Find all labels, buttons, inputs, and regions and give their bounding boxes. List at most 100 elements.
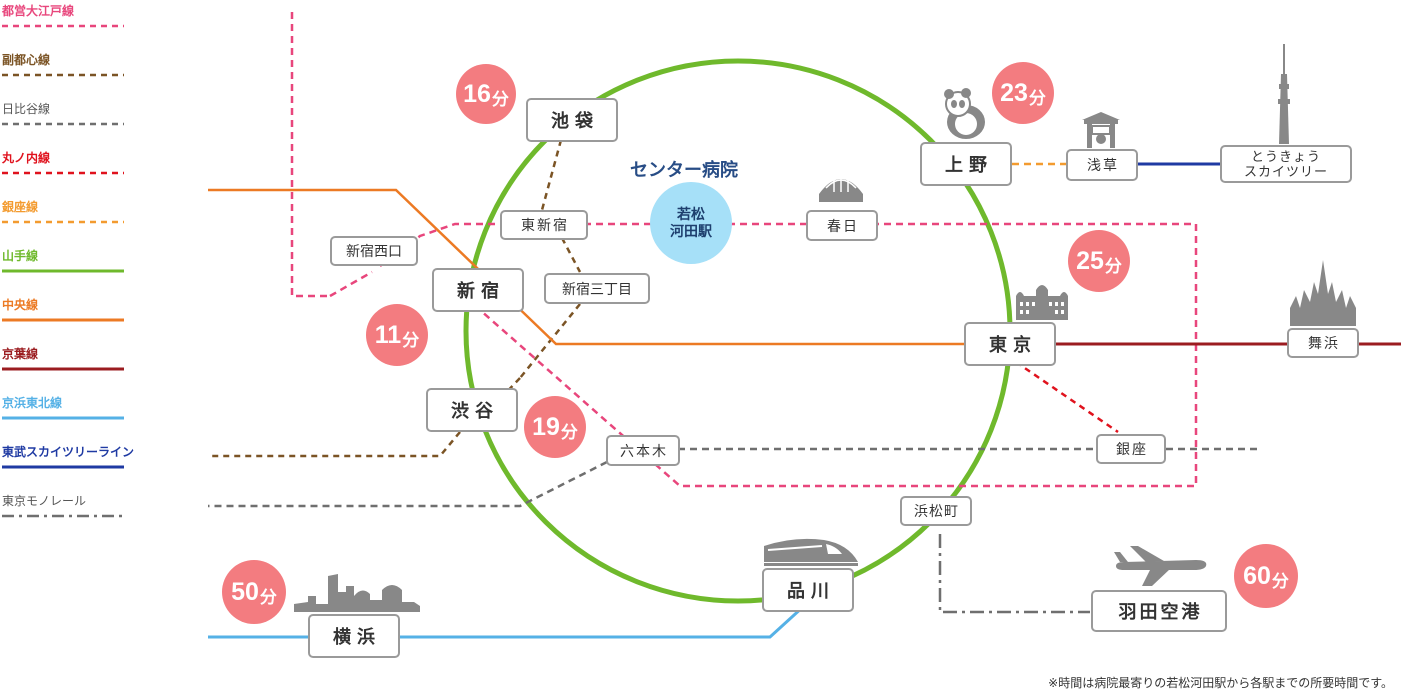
station-tokyo-skytree[interactable]: とうきょうスカイツリー bbox=[1220, 145, 1352, 183]
station-shinjuku-nishiguchi[interactable]: 新宿西口 bbox=[330, 236, 418, 266]
station-label: 東京 bbox=[989, 335, 1037, 355]
center-station-circle: 若松河田駅 bbox=[650, 182, 732, 264]
station-ginza[interactable]: 銀座 bbox=[1096, 434, 1166, 464]
legend-item: 京葉線 bbox=[2, 347, 124, 361]
monorail-line bbox=[938, 534, 1090, 614]
station-kasuga[interactable]: 春日 bbox=[806, 210, 878, 241]
skytree-tower-icon bbox=[1278, 44, 1290, 144]
station-label: 渋谷 bbox=[451, 401, 499, 421]
airplane-icon bbox=[1114, 546, 1207, 586]
hibiya-line bbox=[208, 447, 1260, 508]
time-value: 60 bbox=[1243, 561, 1271, 590]
time-unit: 分 bbox=[1271, 571, 1289, 591]
legend-label: 副都心線 bbox=[2, 53, 51, 67]
legend-item: 都営大江戸線 bbox=[2, 4, 124, 18]
station-label: 新宿三丁目 bbox=[562, 280, 632, 297]
marunouchi-line bbox=[1015, 360, 1119, 434]
legend-label: 東京モノレール bbox=[2, 494, 87, 508]
time-value: 23 bbox=[1000, 78, 1028, 107]
center-station-line2: 河田駅 bbox=[670, 223, 712, 239]
station-maihama[interactable]: 舞浜 bbox=[1287, 328, 1359, 358]
legend-item: 中央線 bbox=[2, 298, 124, 312]
legend-label: 京浜東北線 bbox=[2, 396, 63, 410]
station-label: 春日 bbox=[827, 217, 859, 234]
station-shinjuku[interactable]: 新宿 bbox=[432, 268, 524, 312]
footnote: ※時間は病院最寄りの若松河田駅から各駅までの所要時間です。 bbox=[1048, 676, 1393, 690]
station-shibuya[interactable]: 渋谷 bbox=[426, 388, 518, 432]
legend-label: 山手線 bbox=[2, 249, 39, 263]
legend-label: 京葉線 bbox=[2, 347, 39, 361]
legend-item: 銀座線 bbox=[2, 200, 124, 214]
station-label: 新宿 bbox=[457, 281, 505, 301]
time-unit: 分 bbox=[1104, 256, 1122, 276]
station-label: 上野 bbox=[945, 155, 993, 175]
station-ikebukuro[interactable]: 池袋 bbox=[526, 98, 618, 142]
legend-item: 日比谷線 bbox=[2, 102, 124, 116]
station-label: 羽田空港 bbox=[1118, 602, 1203, 622]
station-tokyo[interactable]: 東京 bbox=[964, 322, 1056, 366]
time-unit: 分 bbox=[402, 330, 420, 350]
tokyo-dome-icon bbox=[819, 175, 863, 202]
time-value: 16 bbox=[463, 79, 491, 108]
chuo-line bbox=[208, 188, 964, 346]
time-unit: 分 bbox=[1028, 88, 1046, 108]
time-unit: 分 bbox=[491, 89, 509, 109]
legend-label: 都営大江戸線 bbox=[2, 4, 75, 18]
kaminarimon-gate-icon bbox=[1082, 112, 1120, 148]
legend-label: 丸ノ内線 bbox=[2, 151, 51, 165]
legend-item: 東武スカイツリーライン bbox=[2, 445, 135, 459]
legend-item: 副都心線 bbox=[2, 53, 124, 67]
legend-label: 中央線 bbox=[2, 298, 39, 312]
time-value: 50 bbox=[231, 577, 259, 606]
station-label: 六本木 bbox=[620, 442, 668, 459]
station-roppongi[interactable]: 六本木 bbox=[606, 435, 680, 466]
castle-icon bbox=[1290, 260, 1356, 326]
shinkansen-train-icon bbox=[764, 538, 858, 566]
time-unit: 分 bbox=[560, 422, 578, 442]
station-label: 銀座 bbox=[1116, 441, 1148, 457]
legend-item: 丸ノ内線 bbox=[2, 151, 124, 165]
station-label-line2: スカイツリー bbox=[1243, 164, 1328, 179]
station-label: 舞浜 bbox=[1308, 335, 1340, 351]
station-label: 横浜 bbox=[333, 627, 381, 647]
legend-item: 京浜東北線 bbox=[2, 396, 124, 410]
time-value: 11 bbox=[374, 320, 402, 349]
station-label: 池袋 bbox=[551, 111, 599, 131]
station-higashi-shinjuku[interactable]: 東新宿 bbox=[500, 210, 588, 240]
fukutoshin-line bbox=[208, 139, 582, 458]
station-label-line1: とうきょう bbox=[1250, 149, 1321, 164]
station-hamamatsucho[interactable]: 浜松町 bbox=[900, 496, 972, 526]
center-hospital-label: センター病院 bbox=[630, 160, 738, 180]
panda-icon bbox=[944, 88, 985, 139]
station-yokohama[interactable]: 横浜 bbox=[308, 614, 400, 658]
station-shinjuku-sanchome[interactable]: 新宿三丁目 bbox=[544, 273, 650, 304]
legend-label: 東武スカイツリーライン bbox=[2, 445, 135, 459]
station-label: 浜松町 bbox=[914, 503, 959, 519]
legend-label: 銀座線 bbox=[2, 200, 39, 214]
legend-label: 日比谷線 bbox=[2, 102, 51, 116]
legend-item: 山手線 bbox=[2, 249, 124, 263]
station-shinagawa[interactable]: 品川 bbox=[762, 568, 854, 612]
station-ueno[interactable]: 上野 bbox=[920, 142, 1012, 186]
tokyo-station-building-icon bbox=[1016, 285, 1068, 320]
yokohama-skyline-icon bbox=[294, 574, 420, 612]
station-label: 東新宿 bbox=[521, 217, 569, 233]
oedo-line bbox=[290, 12, 1198, 488]
station-haneda-airport[interactable]: 羽田空港 bbox=[1091, 590, 1227, 632]
time-unit: 分 bbox=[259, 587, 277, 607]
station-label: 浅草 bbox=[1087, 157, 1119, 173]
station-asakusa[interactable]: 浅草 bbox=[1066, 149, 1138, 181]
station-label: 品川 bbox=[787, 581, 835, 601]
time-value: 19 bbox=[532, 412, 560, 441]
center-station-line1: 若松 bbox=[677, 206, 705, 222]
station-label: 新宿西口 bbox=[346, 243, 402, 259]
time-value: 25 bbox=[1076, 246, 1104, 275]
